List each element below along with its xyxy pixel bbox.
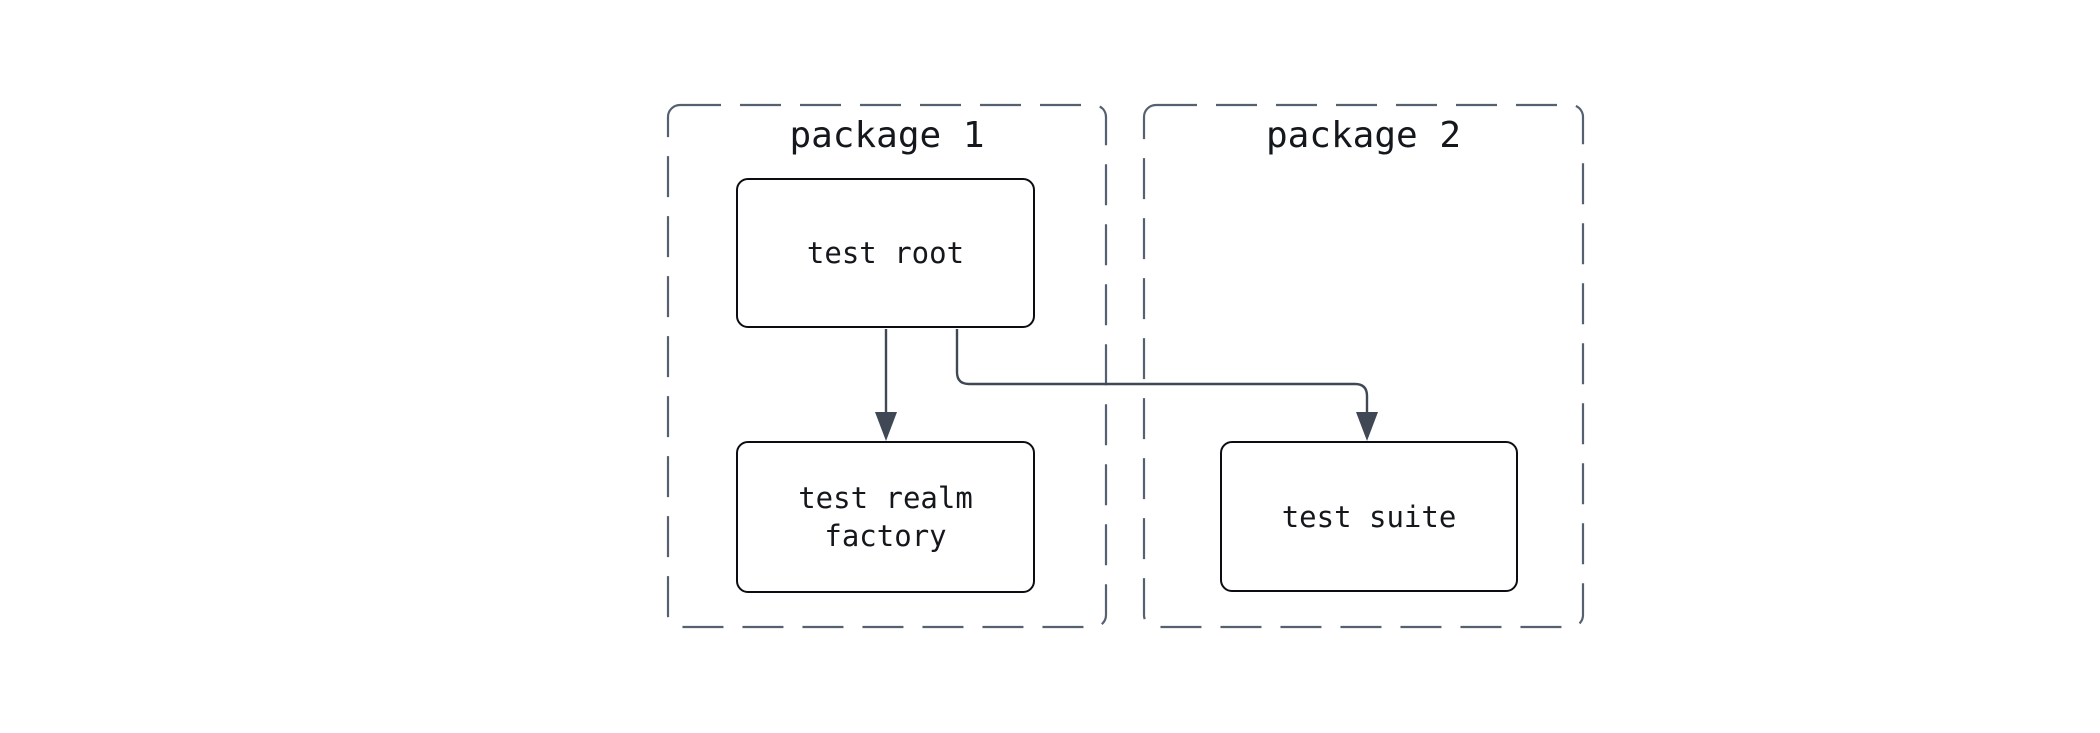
- node-test-realm-factory-label: test realm factory: [798, 481, 973, 553]
- arrowhead-test-suite: [1356, 412, 1378, 441]
- node-test-realm-factory: test realm factory: [736, 441, 1035, 593]
- node-test-root-label: test root: [806, 236, 965, 270]
- node-test-suite: test suite: [1220, 441, 1518, 592]
- arrowhead-test-realm-factory: [875, 412, 897, 441]
- node-test-suite-label: test suite: [1281, 499, 1457, 534]
- cluster-label-package-2: package 2: [1265, 115, 1462, 156]
- edge-test-root-to-test-suite: [955, 329, 1369, 412]
- cluster-label-package-1: package 1: [789, 115, 985, 156]
- node-test-root: test root: [736, 178, 1035, 328]
